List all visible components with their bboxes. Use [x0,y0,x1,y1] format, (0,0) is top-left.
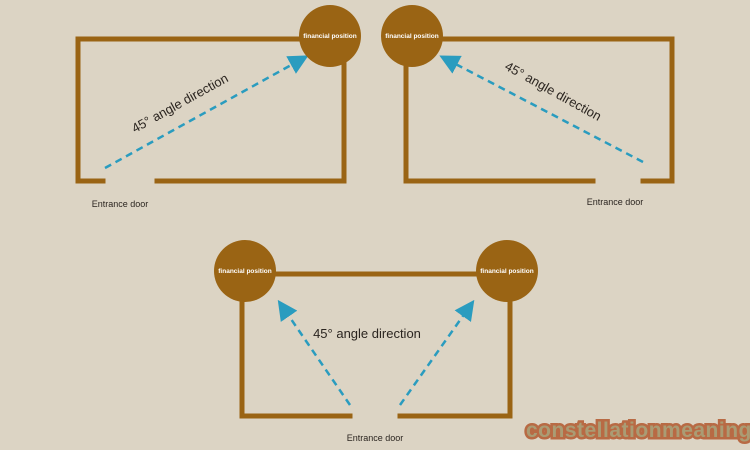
financial-position-circle [381,5,443,67]
financial-position-circle [299,5,361,67]
direction-arrow [104,55,309,170]
financial-position-circle-left [214,240,276,302]
watermark: constellationmeaning [526,419,750,442]
direction-arrow-right [398,299,475,406]
entrance-door-label: Entrance door [92,199,149,209]
room-layout-right-corner: financial position 45° angle direction E… [381,5,675,207]
entrance-door-label: Entrance door [587,197,644,207]
financial-position-label: financial position [303,33,356,40]
entrance-door-label: Entrance door [347,433,404,443]
financial-position-label: financial position [218,268,271,275]
room-walls [239,271,513,419]
room-layout-center-door: financial position financial position 45… [214,240,538,443]
room-walls [403,36,675,184]
room-layout-left-corner: financial position 45° angle direction E… [75,5,361,209]
direction-arrow-left [277,299,352,406]
financial-position-circle-right [476,240,538,302]
financial-position-label: financial position [385,33,438,40]
direction-arrow [439,55,644,164]
room-walls [75,36,347,184]
angle-direction-label: 45° angle direction [313,326,421,341]
financial-position-label: financial position [480,268,533,275]
